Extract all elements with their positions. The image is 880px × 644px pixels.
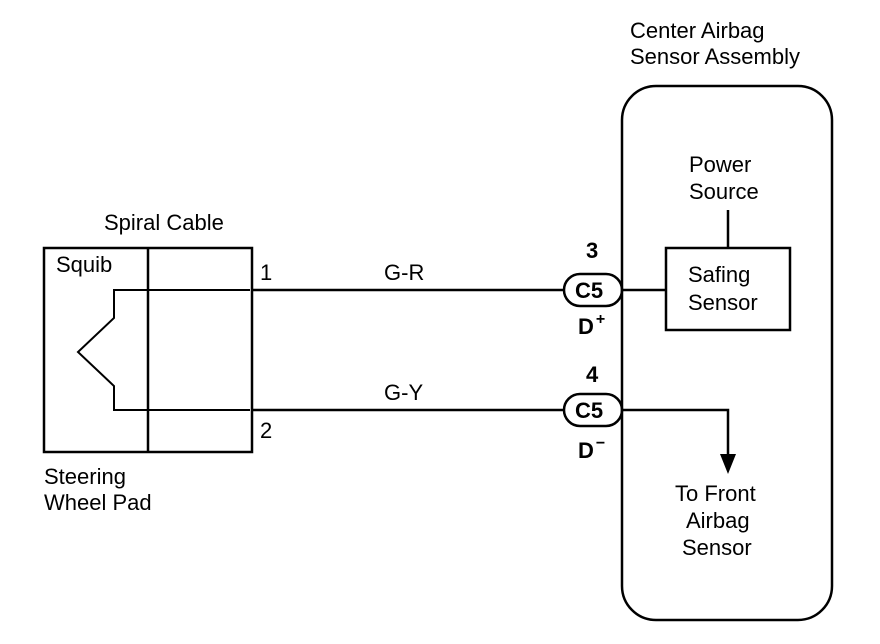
terminal-d-plus-letter: D <box>578 314 594 339</box>
squib-element <box>76 289 250 411</box>
front-sensor-line1: To Front <box>675 481 756 506</box>
terminal-d-plus-sign: + <box>596 311 605 328</box>
connector-c5-pin4-label: C5 <box>575 398 603 423</box>
wire-gy-pin-left: 2 <box>260 418 272 443</box>
wire-to-front-sensor <box>622 408 730 458</box>
steering-wheel-line1: Steering <box>44 464 126 489</box>
safing-sensor-line2: Sensor <box>688 290 758 315</box>
wire-gy-pin-right: 4 <box>586 362 599 387</box>
arrow-down-icon <box>720 454 736 474</box>
safing-sensor-line1: Safing <box>688 262 750 287</box>
connector-c5-pin3-label: C5 <box>575 278 603 303</box>
terminal-d-minus-letter: D <box>578 438 594 463</box>
wire-gr-pin-right: 3 <box>586 238 598 263</box>
assembly-title-line2: Sensor Assembly <box>630 44 800 69</box>
terminal-d-minus-sign: − <box>596 435 605 452</box>
wire-gr-pin-left: 1 <box>260 260 272 285</box>
wire-gr-color-code: G-R <box>384 260 424 285</box>
squib-label: Squib <box>56 252 112 277</box>
safing-sensor-box <box>664 246 792 332</box>
terminal-d-plus: D+ <box>578 311 605 339</box>
front-sensor-line2: Airbag <box>686 508 750 533</box>
power-source-line2: Source <box>689 179 759 204</box>
assembly-title-line1: Center Airbag <box>630 18 765 43</box>
wire-gy-color-code: G-Y <box>384 380 423 405</box>
spiral-cable-label: Spiral Cable <box>104 210 224 235</box>
terminal-d-minus: D− <box>578 435 605 463</box>
front-sensor-line3: Sensor <box>682 535 752 560</box>
steering-wheel-line2: Wheel Pad <box>44 490 152 515</box>
center-airbag-sensor-assembly-box <box>620 84 834 622</box>
power-source-line1: Power <box>689 152 751 177</box>
